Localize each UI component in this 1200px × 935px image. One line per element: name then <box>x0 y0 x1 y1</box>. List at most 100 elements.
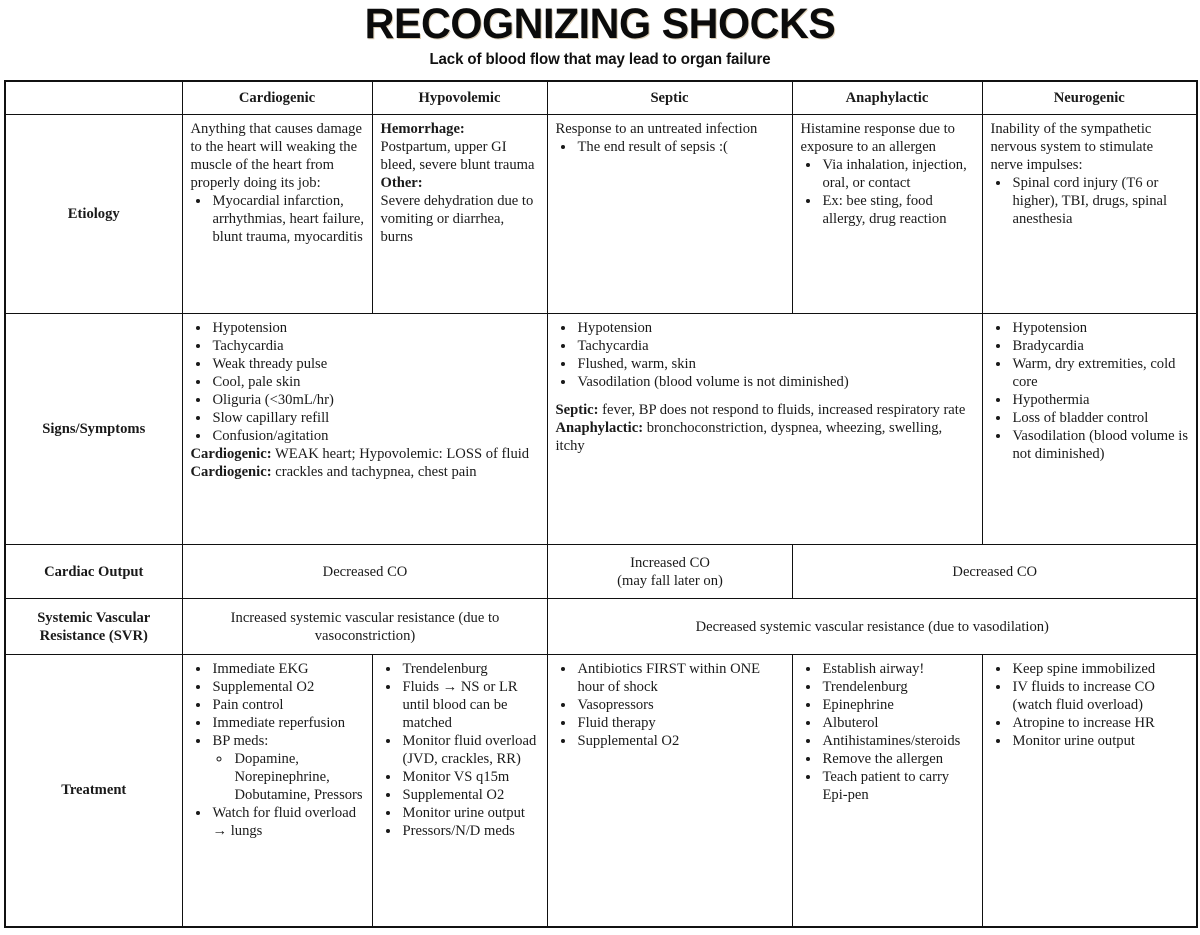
list-item: Vasopressors <box>576 696 785 714</box>
cell-co-decreased-left: Decreased CO <box>181 544 548 600</box>
list-item: Supplemental O2 <box>401 786 540 804</box>
list-item: Hypotension <box>576 319 975 337</box>
signs-note-septic: Septic: fever, BP does not respond to fl… <box>556 401 975 419</box>
cell-etiology-hypovolemic: Hemorrhage: Postpartum, upper GI bleed, … <box>371 114 548 315</box>
list-item: Hypothermia <box>1011 391 1190 409</box>
cell-svr-decreased: Decreased systemic vascular resistance (… <box>546 598 1198 656</box>
list-item: Fluids → NS or LR until blood can be mat… <box>401 678 540 732</box>
etiology-hypovolemic-body-hemorrhage: Postpartum, upper GI bleed, severe blunt… <box>380 139 535 174</box>
cell-treatment-hypovolemic: Trendelenburg Fluids → NS or LR until bl… <box>371 654 548 928</box>
column-header-neurogenic: Neurogenic <box>981 80 1198 116</box>
note-text: bronchoconstriction, dyspnea, wheezing, … <box>555 420 943 455</box>
signs-note-cardiogenic-crackles: Cardiogenic: crackles and tachypnea, che… <box>191 463 540 481</box>
list-item: Immediate EKG <box>211 660 365 678</box>
etiology-cardiogenic-lead: Anything that causes damage to the heart… <box>190 121 362 192</box>
cell-etiology-anaphylactic: Histamine response due to exposure to an… <box>791 114 983 315</box>
bp-meds-label: BP meds: <box>212 733 269 750</box>
signs-neurogenic-list: Hypotension Bradycardia Warm, dry extrem… <box>991 319 1190 463</box>
list-item: Tachycardia <box>576 337 975 355</box>
spacer <box>556 391 975 401</box>
co-increased-line1: Increased CO <box>630 554 710 571</box>
list-item: Trendelenburg <box>401 660 540 678</box>
svr-label-line2: Resistance (SVR) <box>39 627 148 644</box>
etiology-cardiogenic-list: Myocardial infarction, arrhythmias, hear… <box>191 192 365 246</box>
list-item: Supplemental O2 <box>211 678 365 696</box>
list-item: Monitor VS q15m <box>401 768 540 786</box>
list-item: Ex: bee sting, food allergy, drug reacti… <box>821 192 975 228</box>
etiology-septic-list: The end result of sepsis :( <box>556 138 785 156</box>
note-label: Anaphylactic: <box>555 420 644 437</box>
list-item: Hypotension <box>1011 319 1190 337</box>
other-label: Other: <box>380 175 423 192</box>
treatment-anaphylactic-list: Establish airway! Trendelenburg Epinephr… <box>801 660 975 804</box>
title-block: RECOGNIZING SHOCKS Lack of blood flow th… <box>0 0 1200 69</box>
cell-treatment-septic: Antibiotics FIRST within ONE hour of sho… <box>546 654 793 928</box>
list-item: Immediate reperfusion <box>211 714 365 732</box>
row-label-signs-symptoms: Signs/Symptoms <box>4 313 183 546</box>
table-row-svr: Systemic Vascular Resistance (SVR) Incre… <box>4 598 1198 656</box>
page-title: RECOGNIZING SHOCKS <box>364 0 836 48</box>
list-item: Teach patient to carry Epi-pen <box>821 768 975 804</box>
hemorrhage-label: Hemorrhage: <box>380 121 465 138</box>
list-item: Pain control <box>211 696 365 714</box>
cell-etiology-cardiogenic: Anything that causes damage to the heart… <box>181 114 373 315</box>
list-item: Monitor urine output <box>1011 732 1190 750</box>
list-item: Myocardial infarction, arrhythmias, hear… <box>211 192 365 246</box>
list-item: Tachycardia <box>211 337 540 355</box>
cell-treatment-anaphylactic: Establish airway! Trendelenburg Epinephr… <box>791 654 983 928</box>
list-item: Keep spine immobilized <box>1011 660 1190 678</box>
note-label: Cardiogenic: <box>190 446 272 463</box>
note-label: Cardiogenic: <box>190 464 272 481</box>
cell-signs-neurogenic: Hypotension Bradycardia Warm, dry extrem… <box>981 313 1198 546</box>
list-item: Albuterol <box>821 714 975 732</box>
list-item: Cool, pale skin <box>211 373 540 391</box>
etiology-anaphylactic-list: Via inhalation, injection, oral, or cont… <box>801 156 975 228</box>
row-label-etiology: Etiology <box>4 114 183 315</box>
cell-treatment-cardiogenic: Immediate EKG Supplemental O2 Pain contr… <box>181 654 373 928</box>
treatment-cardiogenic-list: Immediate EKG Supplemental O2 Pain contr… <box>191 660 365 840</box>
list-item: Vasodilation (blood volume is not dimini… <box>576 373 975 391</box>
list-item: Antihistamines/steroids <box>821 732 975 750</box>
list-item: Watch for fluid overload → lungs <box>211 804 365 840</box>
cell-signs-cardiogenic-hypovolemic: Hypotension Tachycardia Weak thready pul… <box>181 313 548 546</box>
list-item: Monitor fluid overload (JVD, crackles, R… <box>401 732 540 768</box>
list-item: Trendelenburg <box>821 678 975 696</box>
row-label-treatment: Treatment <box>4 654 183 928</box>
signs-septic-anaphylactic-list: Hypotension Tachycardia Flushed, warm, s… <box>556 319 975 391</box>
svr-label-line1: Systemic Vascular <box>37 609 151 626</box>
etiology-septic-lead: Response to an untreated infection <box>555 121 758 138</box>
treatment-cardiogenic-sublist: Dopamine, Norepinephrine, Dobutamine, Pr… <box>213 750 365 804</box>
cell-co-increased-septic: Increased CO (may fall later on) <box>546 544 793 600</box>
list-item: Via inhalation, injection, oral, or cont… <box>821 156 975 192</box>
list-item: Slow capillary refill <box>211 409 540 427</box>
etiology-neurogenic-list: Spinal cord injury (T6 or higher), TBI, … <box>991 174 1190 228</box>
list-item: Bradycardia <box>1011 337 1190 355</box>
cell-signs-septic-anaphylactic: Hypotension Tachycardia Flushed, warm, s… <box>546 313 983 546</box>
etiology-hypovolemic-heading-other: Other: <box>381 174 540 192</box>
signs-note-cardiogenic-weak: Cardiogenic: WEAK heart; Hypovolemic: LO… <box>191 445 540 463</box>
list-item: Dopamine, Norepinephrine, Dobutamine, Pr… <box>232 750 365 804</box>
list-item: Fluid therapy <box>576 714 785 732</box>
etiology-anaphylactic-lead: Histamine response due to exposure to an… <box>800 121 955 156</box>
list-item: Weak thready pulse <box>211 355 540 373</box>
co-increased-line2: (may fall later on) <box>617 572 723 589</box>
list-item: Monitor urine output <box>401 804 540 822</box>
list-item: Oliguria (<30mL/hr) <box>211 391 540 409</box>
treatment-neurogenic-list: Keep spine immobilized IV fluids to incr… <box>991 660 1190 750</box>
page-subtitle: Lack of blood flow that may lead to orga… <box>429 50 771 68</box>
list-item: Epinephrine <box>821 696 975 714</box>
etiology-hypovolemic-body-other: Severe dehydration due to vomiting or di… <box>380 193 534 246</box>
list-item: Spinal cord injury (T6 or higher), TBI, … <box>1011 174 1190 228</box>
shock-comparison-table: Cardiogenic Hypovolemic Septic Anaphylac… <box>4 79 1198 928</box>
cell-treatment-neurogenic: Keep spine immobilized IV fluids to incr… <box>981 654 1198 928</box>
list-item: The end result of sepsis :( <box>576 138 785 156</box>
etiology-neurogenic-lead: Inability of the sympathetic nervous sys… <box>990 121 1154 174</box>
cell-etiology-neurogenic: Inability of the sympathetic nervous sys… <box>981 114 1198 315</box>
list-item: Loss of bladder control <box>1011 409 1190 427</box>
list-item: Flushed, warm, skin <box>576 355 975 373</box>
list-item: Remove the allergen <box>821 750 975 768</box>
signs-cardio-hypo-list: Hypotension Tachycardia Weak thready pul… <box>191 319 540 445</box>
table-header-row: Cardiogenic Hypovolemic Septic Anaphylac… <box>4 80 1198 116</box>
list-item: Hypotension <box>211 319 540 337</box>
